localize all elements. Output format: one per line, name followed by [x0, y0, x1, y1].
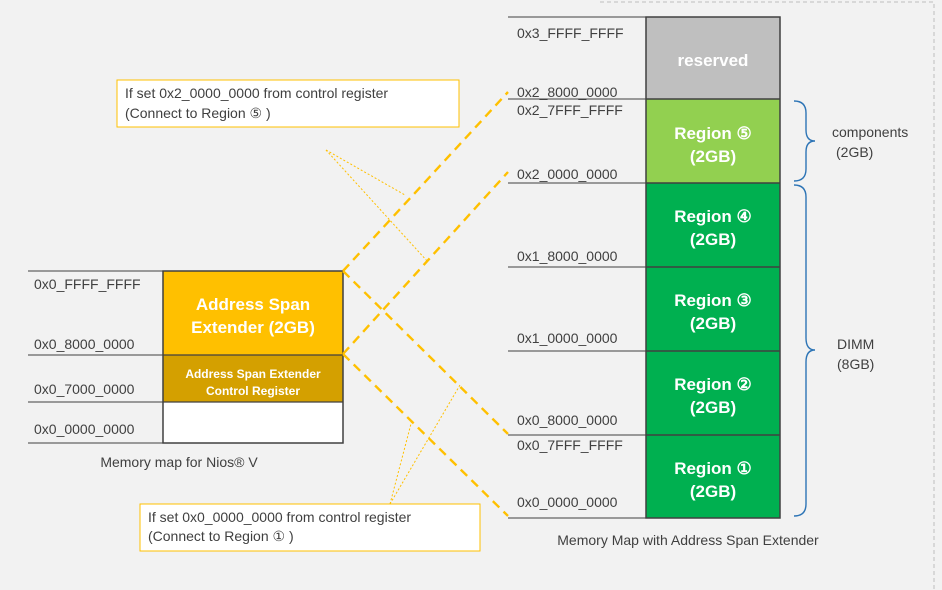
- ext-address-label: 0x2_8000_0000: [517, 84, 618, 100]
- region-3-size: (2GB): [690, 314, 736, 333]
- region-5-title: Region ⑤: [674, 124, 752, 143]
- bottom-callout-box: [139, 503, 481, 552]
- ext-address-label: 0x2_0000_0000: [517, 166, 618, 182]
- top-callout-pointer: [325, 149, 406, 196]
- components-size: (2GB): [836, 144, 873, 160]
- nios-address-label: 0x0_7000_0000: [34, 381, 135, 397]
- components-label: components: [832, 124, 908, 140]
- region-4-size: (2GB): [690, 230, 736, 249]
- ext-address-label: 0x2_7FFF_FFFF: [517, 102, 623, 118]
- mapping-connector: [342, 171, 509, 355]
- dimm-size: (8GB): [837, 356, 874, 372]
- ext-address-label: 0x0_0000_0000: [517, 494, 618, 510]
- control-register-title: Address Span Extender: [185, 367, 321, 381]
- dimm-brace: [793, 184, 816, 517]
- region-4-title: Region ④: [674, 207, 752, 226]
- nios-address-label: 0x0_0000_0000: [34, 421, 135, 437]
- region-5-block: [646, 99, 780, 183]
- lower-empty-block: [162, 401, 344, 444]
- region-3-title: Region ③: [674, 291, 752, 310]
- reserved-block: [646, 17, 780, 99]
- components-brace: [793, 100, 816, 182]
- nios-map-caption: Memory map for Nios® V: [100, 454, 258, 470]
- nios-address-label: 0x0_8000_0000: [34, 336, 135, 352]
- bottom-callout-pointer: [389, 384, 461, 505]
- control-register-block: [163, 355, 343, 402]
- dimm-label: DIMM: [837, 336, 874, 352]
- mapping-connector: [342, 353, 509, 517]
- region-3-block: [646, 267, 780, 351]
- mapping-connector: [342, 91, 509, 272]
- region-4-block: [646, 183, 780, 267]
- top-callout-line-2: (Connect to Region ⑤ ): [125, 105, 271, 121]
- reserved-label: reserved: [678, 51, 749, 70]
- span-extender-size: Extender (2GB): [191, 318, 315, 337]
- address-span-extender-block: [163, 271, 343, 355]
- top-callout-box: [116, 79, 460, 128]
- bottom-callout-line-1: If set 0x0_0000_0000 from control regist…: [148, 509, 411, 525]
- ext-address-label: 0x0_8000_0000: [517, 412, 618, 428]
- region-1-size: (2GB): [690, 482, 736, 501]
- bottom-callout-line-2: (Connect to Region ① ): [148, 528, 294, 544]
- ext-address-label: 0x1_8000_0000: [517, 248, 618, 264]
- control-register-subtitle: Control Register: [206, 384, 300, 398]
- top-callout-line-1: If set 0x2_0000_0000 from control regist…: [125, 85, 388, 101]
- region-2-size: (2GB): [690, 398, 736, 417]
- region-2-title: Region ②: [674, 375, 752, 394]
- span-extender-title: Address Span: [196, 295, 310, 314]
- nios-map-outline: [162, 270, 344, 444]
- ext-address-label: 0x0_7FFF_FFFF: [517, 437, 623, 453]
- ext-address-label: 0x1_0000_0000: [517, 330, 618, 346]
- bottom-callout-pointer: [389, 419, 413, 505]
- extended-map-caption: Memory Map with Address Span Extender: [557, 532, 819, 548]
- ext-address-label: 0x3_FFFF_FFFF: [517, 25, 624, 41]
- region-2-block: [646, 351, 780, 435]
- region-5-size: (2GB): [690, 147, 736, 166]
- nios-address-label: 0x0_FFFF_FFFF: [34, 276, 141, 292]
- region-1-block: [646, 435, 780, 518]
- region-1-title: Region ①: [674, 459, 752, 478]
- mapping-connector: [342, 270, 509, 435]
- top-callout-pointer: [325, 149, 429, 263]
